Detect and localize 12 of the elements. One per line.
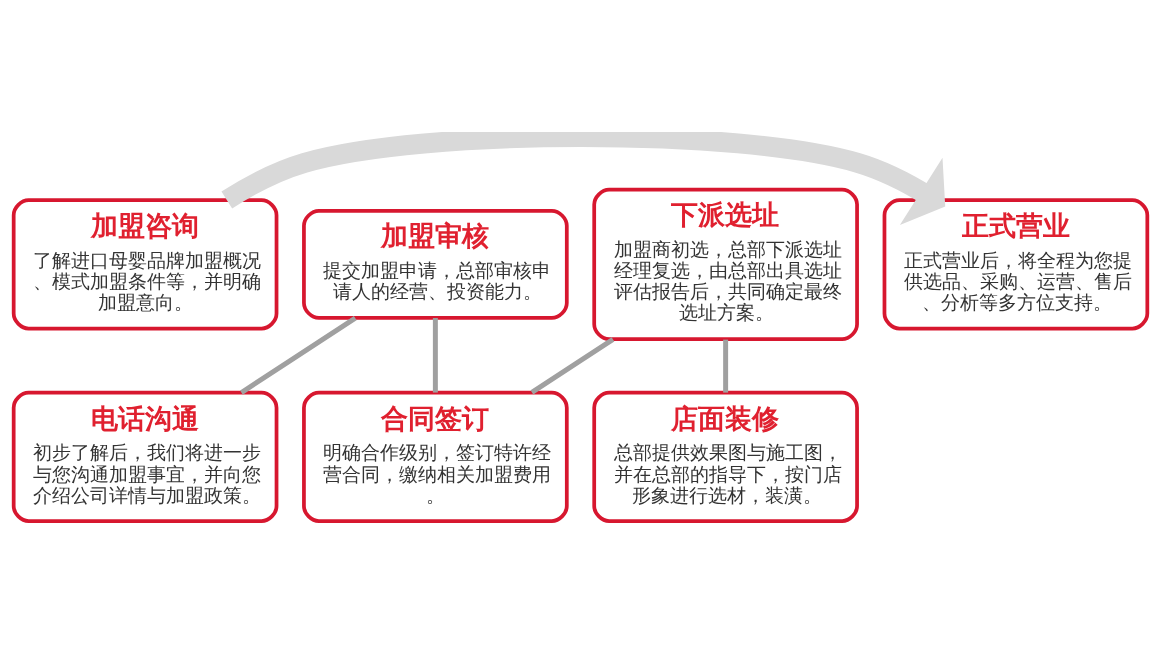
- node-box: 合同签订 明确合作级别，签订特许经营合同，缴纳相关加盟费用。: [302, 390, 569, 523]
- connector: [240, 315, 357, 395]
- connector: [723, 339, 729, 393]
- arrow: [221, 132, 946, 225]
- node-box: 电话沟通 初步了解后，我们将进一步与您沟通加盟事宜，并向您介绍公司详情与加盟政策。: [11, 390, 279, 523]
- connector: [530, 337, 615, 395]
- node-box: 加盟审核 提交加盟申请，总部审核申请人的经营、投资能力。: [302, 208, 569, 320]
- node-box: 加盟咨询 了解进口母婴品牌加盟概况、模式加盟条件等，并明确加盟意向。: [11, 198, 279, 331]
- connector: [432, 318, 438, 393]
- node-box: 下派选址 加盟商初选，总部下派选址经理复选，由总部出具选址评估报告后，共同确定最终选址方案。: [592, 187, 859, 341]
- node-box: 店面装修 总部提供效果图与施工图，并在总部的指导下，按门店形象进行选材，装潢。: [592, 390, 859, 523]
- node-box: 正式营业 正式营业后，将全程为您提供选品、采购、运营、售后、分析等多方位支持。: [882, 198, 1150, 331]
